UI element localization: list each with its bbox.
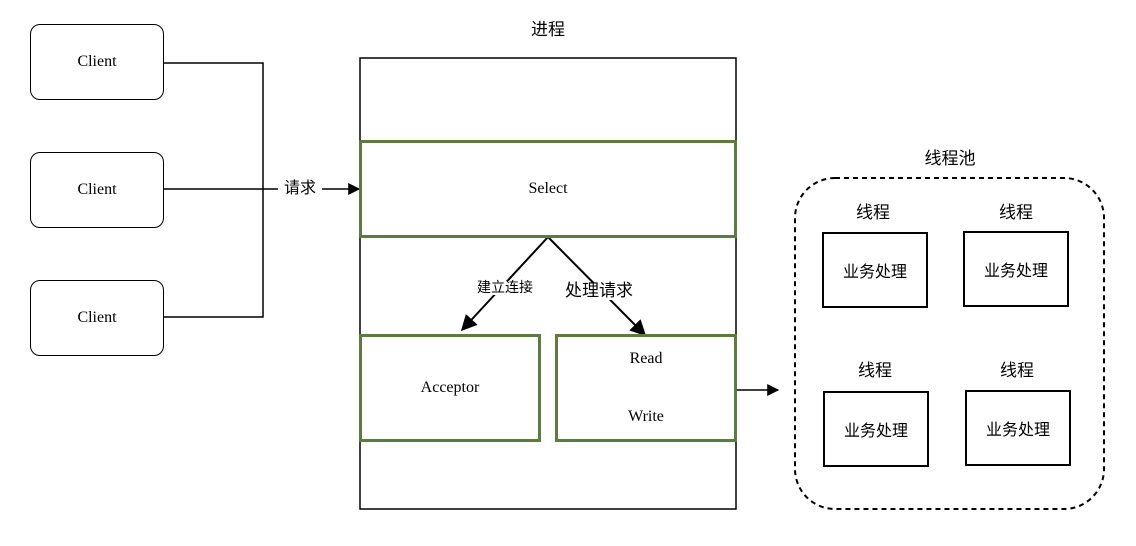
- write-label: Write: [628, 408, 664, 425]
- client-3-connector: [164, 189, 264, 318]
- client-box: Client: [30, 152, 164, 228]
- establish-connection-label: 建立连接: [472, 281, 538, 295]
- thread-task-box: 业务处理: [822, 232, 928, 308]
- thread-pool-box: [794, 177, 1105, 510]
- thread-title: 线程: [1000, 361, 1034, 381]
- thread-task-box: 业务处理: [965, 390, 1071, 466]
- thread-task-box: 业务处理: [823, 391, 929, 467]
- client-1-connector: [164, 62, 264, 189]
- select-box: Select: [359, 140, 737, 238]
- client-box: Client: [30, 24, 164, 100]
- thread-pool-title: 线程池: [924, 149, 976, 169]
- read-write-box: [555, 334, 737, 442]
- request-label: 请求: [278, 180, 322, 196]
- thread-task-box: 业务处理: [963, 231, 1069, 307]
- thread-title: 线程: [999, 203, 1033, 223]
- read-label: Read: [629, 350, 663, 367]
- thread-title: 线程: [856, 203, 890, 223]
- handle-request-label: 处理请求: [562, 283, 636, 300]
- process-title: 进程: [531, 20, 565, 40]
- thread-title: 线程: [858, 361, 892, 381]
- client-box: Client: [30, 280, 164, 356]
- acceptor-box: Acceptor: [359, 334, 541, 442]
